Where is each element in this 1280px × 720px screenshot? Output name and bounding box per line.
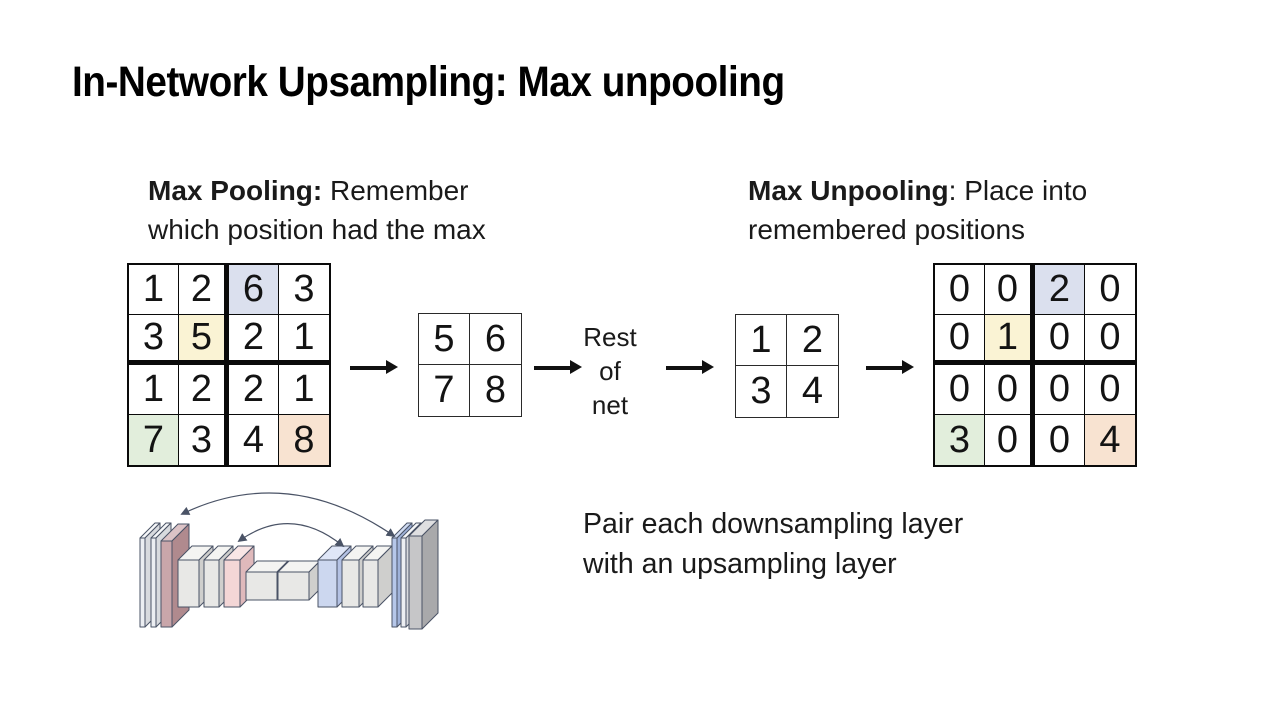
arrow-right-icon [350,359,398,376]
max-pooling-caption: Max Pooling: Remember which position had… [148,171,486,249]
caption-line1: Max Pooling: Remember [148,171,486,210]
grid-cell: 3 [935,415,985,465]
encoder-decoder-network-diagram [139,492,439,630]
caption-line2: which position had the max [148,214,486,245]
grid-cell: 7 [129,415,179,465]
pair-note: Pair each downsampling layer with an ups… [583,504,963,584]
rest-of-net-label: Rest of net [578,320,642,422]
pair-note-line2: with an upsampling layer [583,548,897,580]
grid-cell: 3 [279,265,329,315]
grid-cell: 5 [419,314,470,365]
grid-cell: 0 [1085,265,1135,315]
grid-cell: 1 [985,315,1035,365]
pair-note-line1: Pair each downsampling layer [583,508,964,540]
grid-cell: 1 [279,365,329,415]
caption-line2: remembered positions [748,214,1026,245]
grid-cell: 0 [985,365,1035,415]
grid-cell: 0 [985,415,1035,465]
grid-cell: 0 [1085,365,1135,415]
caption-rest-text: : Place into [948,175,1088,206]
grid-cell: 0 [985,265,1035,315]
grid-cell: 1 [736,315,787,366]
grid-cell: 0 [1035,315,1085,365]
arrow-right-icon [666,359,714,376]
rest-of-net-line: Rest [583,322,637,352]
grid-cell: 0 [935,365,985,415]
grid-cell: 0 [1035,415,1085,465]
grid-cell: 4 [801,370,824,412]
grid-cell: 8 [484,369,507,411]
grid-cell: 3 [129,315,179,365]
grid-cell: 7 [419,365,470,416]
grid-cell: 2 [179,365,229,415]
grid-cell: 5 [179,315,229,365]
grid-cell: 4 [1085,415,1135,465]
grid-cell: 3 [179,415,229,465]
grid-cell: 2 [229,315,279,365]
grid-cell: 0 [1035,365,1085,415]
grid-cell: 0 [935,265,985,315]
grid-cell: 4 [229,415,279,465]
grid-cell: 0 [1085,315,1135,365]
grid-cell: 2 [787,315,838,366]
decoder-feature-blocks [341,545,393,608]
grid-cell: 0 [935,315,985,365]
caption-line1: Max Unpooling: Place into [748,171,1087,210]
rest-of-net-line: net [591,390,629,420]
grid-cell: 1 [129,365,179,415]
inner-skip-connection-arc [237,523,345,548]
grid-cell: 1 [129,265,179,315]
output-plate-layer [400,519,439,630]
grid-cell: 6 [229,265,279,315]
grid-cell: 3 [736,366,787,417]
rest-of-net-line: of [599,356,621,386]
grid-cell: 2 [1035,265,1085,315]
grid-cell: 1 [279,315,329,365]
arrow-right-icon [534,359,582,376]
caption-bold-text: Max Unpooling [748,175,949,206]
outer-skip-connection-arc [180,492,396,538]
arrow-right-icon [866,359,914,376]
page-title: In-Network Upsampling: Max unpooling [72,58,785,106]
bottleneck-blocks [245,560,321,601]
grid-cell: 8 [279,415,329,465]
grid-cell: 2 [179,265,229,315]
max-unpooling-caption: Max Unpooling: Place into remembered pos… [748,171,1087,249]
grid-cell: 2 [229,365,279,415]
caption-rest-text: Remember [322,175,469,206]
grid-cell: 6 [470,314,521,365]
caption-bold-text: Max Pooling: [148,175,323,206]
